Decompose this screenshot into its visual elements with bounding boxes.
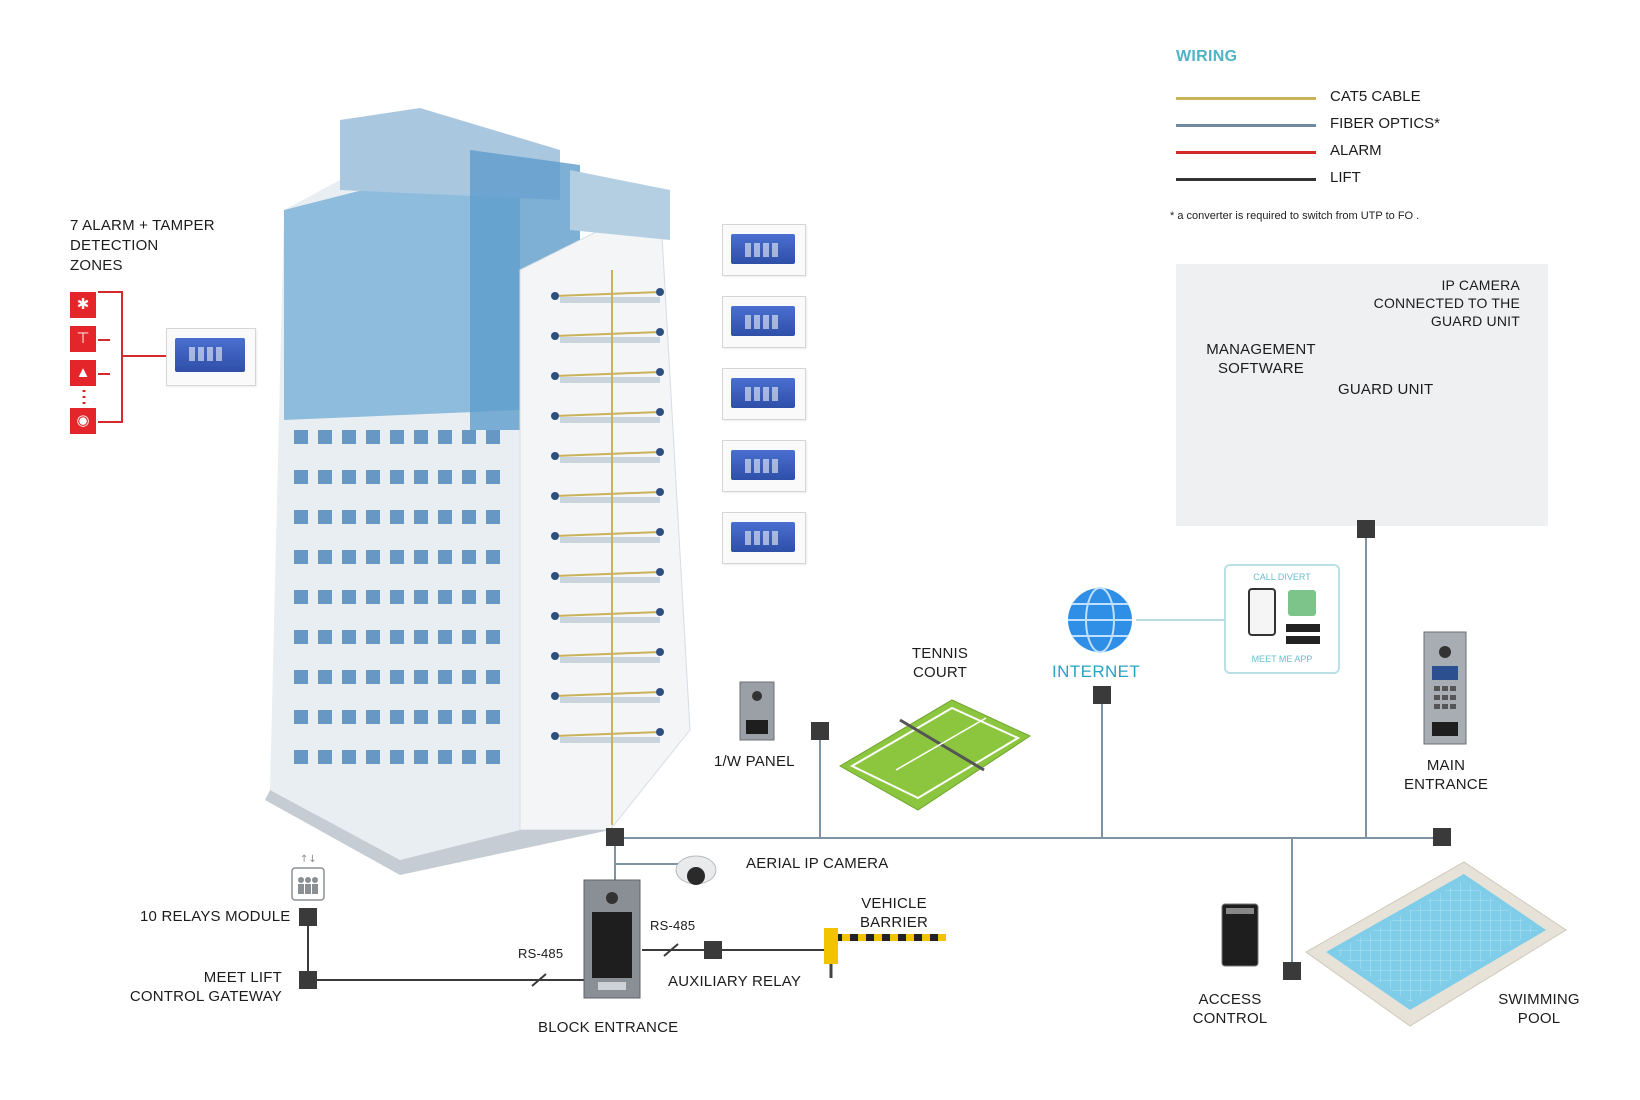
legend-label-cat5: CAT5 CABLE — [1330, 88, 1421, 105]
panic-button-icon: ◉ — [70, 408, 96, 434]
converter-note: * a converter is required to switch from… — [1170, 210, 1419, 222]
legend-line-alarm — [1176, 151, 1316, 154]
legend-line-lift — [1176, 178, 1316, 181]
rs485-left-label: RS-485 — [518, 944, 563, 963]
auxiliary-relay-label: AUXILIARY RELAY — [668, 972, 801, 991]
vehicle-barrier-illustration — [824, 928, 946, 978]
building-illustration — [265, 108, 690, 875]
internet-label: INTERNET — [1052, 662, 1140, 682]
fire-icon: ▲ — [70, 360, 96, 386]
legend-line-cat5 — [1176, 97, 1316, 100]
apartment-monitor — [722, 296, 806, 348]
apartment-monitor — [722, 440, 806, 492]
block-node — [606, 828, 624, 846]
alarm-wiring — [98, 292, 166, 422]
one-way-panel — [740, 682, 774, 740]
elevator-icon: ↑↓ — [292, 854, 324, 900]
aerial-ip-camera — [676, 856, 716, 885]
gateway-node — [299, 971, 317, 989]
rs485-right-label: RS-485 — [650, 916, 695, 935]
legend-label-alarm: ALARM — [1330, 142, 1382, 159]
block-entrance-panel — [584, 880, 640, 998]
legend-label-lift: LIFT — [1330, 169, 1361, 186]
panel-1w-label: 1/W PANEL — [714, 752, 795, 771]
meet-me-app-card: CALL DIVERT MEET ME APP — [1224, 564, 1340, 674]
meet-me-app-label: MEET ME APP — [1226, 654, 1338, 664]
access-control-reader — [1222, 904, 1258, 966]
auxiliary-relay-node — [704, 941, 722, 959]
access-control-node — [1283, 962, 1301, 980]
alarm-monitor — [166, 328, 256, 386]
app-store-badge-icon — [1286, 624, 1320, 632]
call-divert-label: CALL DIVERT — [1226, 572, 1338, 582]
svg-text:↑↓: ↑↓ — [300, 854, 317, 865]
guard-unit-label: GUARD UNIT — [1338, 380, 1433, 399]
aerial-ip-camera-label: AERIAL IP CAMERA — [746, 854, 888, 873]
tennis-node — [811, 722, 829, 740]
legend-title: WIRING — [1176, 48, 1237, 66]
globe-icon — [1068, 588, 1132, 652]
legend-line-fiber — [1176, 124, 1316, 127]
apartment-monitor — [722, 224, 806, 276]
apartment-monitor — [722, 368, 806, 420]
water-tap-icon: ⊤ — [70, 326, 96, 352]
main-entrance-panel — [1424, 632, 1466, 744]
relays-module-label: 10 RELAYS MODULE — [140, 907, 290, 926]
app-logo-icon — [1288, 590, 1316, 616]
internet-node — [1093, 686, 1111, 704]
phone-icon — [1248, 588, 1276, 636]
apartment-monitor — [722, 512, 806, 564]
block-entrance-label: BLOCK ENTRANCE — [538, 1018, 678, 1037]
legend-label-fiber: FIBER OPTICS* — [1330, 115, 1440, 132]
google-play-badge-icon — [1286, 636, 1320, 644]
guard-node — [1357, 520, 1375, 538]
relays-node — [299, 908, 317, 926]
tennis-court-illustration — [840, 700, 1030, 810]
main-entrance-node — [1433, 828, 1451, 846]
siren-icon: ✱ — [70, 292, 96, 318]
